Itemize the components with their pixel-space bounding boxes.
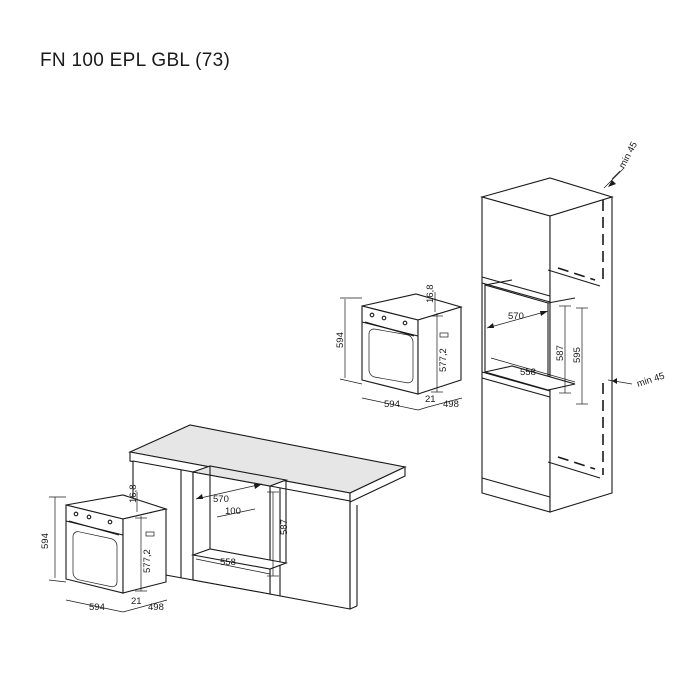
standalone-width-label: 594 [89,602,105,613]
column-oven-top-label: 16,8 [425,285,436,304]
column-niche-outer-height-label: 595 [572,347,583,363]
column-niche-inner-height-label: 587 [555,345,566,361]
column-oven-height-label: 594 [335,332,346,348]
page-title: FN 100 EPL GBL (73) [40,50,231,71]
counter-niche-width-label: 570 [213,494,229,505]
standalone-top-label: 16,8 [128,485,139,504]
column-oven-depth-label: 498 [443,399,459,410]
standalone-depth-label: 498 [148,602,164,613]
column-niche-width-label: 570 [508,311,524,322]
column-niche-depth-label: 558 [520,367,536,378]
column-oven-width-label: 594 [384,399,400,410]
vent-bottom-label: min 45 [636,371,667,390]
standalone-oven-drawing [48,492,169,613]
column-oven-drawing [339,292,463,411]
standalone-inner-height-label: 577,2 [142,549,153,573]
tall-column-cabinet [479,167,633,513]
counter-niche-height-label: 587 [279,519,290,535]
kitchen-counter [128,424,407,610]
column-oven-inner-height-label: 577,2 [438,348,449,372]
standalone-height-label: 594 [40,533,51,549]
column-niche-dimensions [486,305,588,405]
counter-niche-dimensions [195,483,279,577]
counter-rail-label: 100 [225,506,241,517]
standalone-front-label: 21 [131,596,142,607]
column-oven-front-label: 21 [425,394,436,405]
counter-niche-depth-label: 558 [220,557,236,568]
vent-top-label: min 45 [617,140,640,170]
